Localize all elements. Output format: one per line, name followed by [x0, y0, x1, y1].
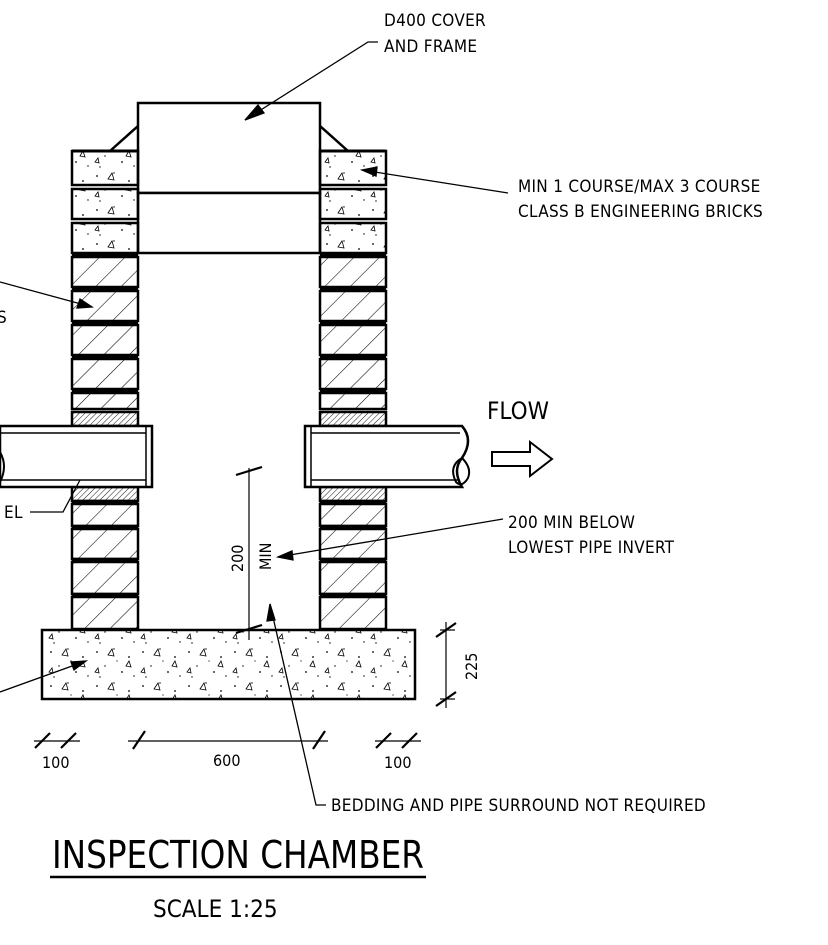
concrete-base [40, 628, 417, 701]
engineering-bricks [70, 149, 388, 255]
drawing-scale: SCALE 1:25 [153, 895, 278, 923]
dimension-lines [34, 465, 457, 750]
bricks-label-line1: MIN 1 COURSE/MAX 3 COURSE [518, 177, 761, 197]
level-label-fragment: EL [4, 503, 23, 523]
drawing-title: INSPECTION CHAMBER [52, 833, 424, 877]
outlet-pipe [303, 424, 471, 489]
bricks-label-line2: CLASS B ENGINEERING BRICKS [518, 202, 763, 222]
wall-right-dimension: 100 [384, 753, 411, 772]
flow-label: FLOW [487, 397, 549, 425]
flow-arrow-icon [491, 439, 554, 479]
internal-width-dimension: 600 [213, 751, 240, 770]
below-invert-label-line1: 200 MIN BELOW [508, 513, 635, 533]
bedding-label: BEDDING AND PIPE SURROUND NOT REQUIRED [331, 796, 706, 816]
leader-lines [0, 41, 509, 806]
cover-label-line1: D400 COVER [384, 11, 486, 31]
depth-dimension-value: 200 [228, 545, 247, 572]
wall-left-dimension: 100 [42, 753, 69, 772]
base-thickness-dimension: 225 [462, 653, 481, 680]
inlet-pipe [0, 424, 154, 489]
below-invert-label-line2: LOWEST PIPE INVERT [508, 538, 675, 558]
cover-label-line2: AND FRAME [384, 37, 477, 57]
depth-dimension-qualifier: MIN [256, 543, 275, 570]
left-label-fragment: S [0, 308, 7, 328]
cover-and-frame [109, 101, 349, 255]
